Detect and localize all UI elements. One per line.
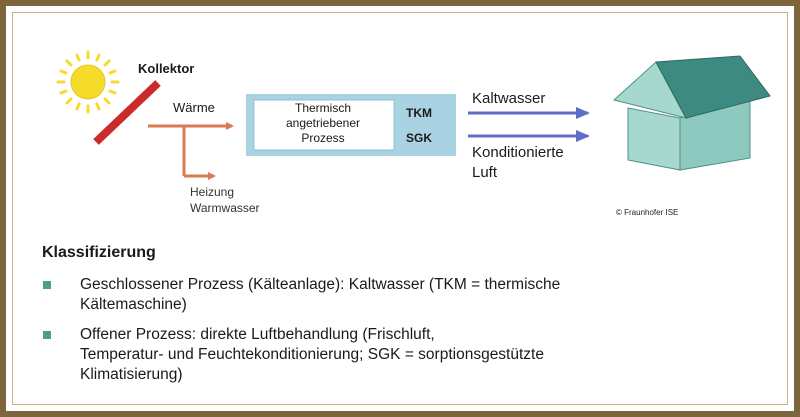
bullet-open-process: Offener Prozess: direkte Luftbehandlung …	[80, 325, 544, 385]
collector-label: Kollektor	[138, 61, 195, 76]
heat-label: Wärme	[173, 100, 215, 115]
copyright-note: © Fraunhofer ISE	[616, 208, 679, 217]
bullet-line: Temperatur- und Feuchtekonditionierung; …	[80, 346, 544, 363]
sun-icon	[56, 50, 120, 114]
bullet-marker	[43, 331, 51, 339]
bullet-line: Offener Prozess: direkte Luftbehandlung …	[80, 326, 435, 343]
tkm-label: TKM	[406, 106, 432, 120]
chilled-water-label: Kaltwasser	[472, 90, 546, 107]
conditioned-air-label: Konditionierte Luft	[472, 143, 564, 183]
process-label-line2: angetriebener	[285, 116, 361, 130]
process-label-line3: Prozess	[301, 131, 345, 145]
sgk-label: SGK	[406, 131, 433, 145]
collector-panel	[93, 80, 161, 145]
bullet-line: Klimatisierung)	[80, 366, 183, 383]
bullet-line: Geschlossener Prozess (Kälteanlage): Kal…	[80, 276, 561, 293]
bullet-closed-process: Geschlossener Prozess (Kälteanlage): Kal…	[80, 275, 560, 315]
house-icon	[612, 55, 771, 171]
bullet-marker	[43, 281, 51, 289]
process-box-inner	[253, 99, 395, 151]
process-label-line1: Thermisch	[294, 101, 351, 115]
heating-label-line1: Heizung	[190, 185, 235, 199]
conditioned-air-line1: Konditionierte	[472, 144, 564, 161]
bullet-line: Kältemaschine)	[80, 296, 187, 313]
classification-title: Klassifizierung	[42, 244, 156, 261]
heating-label: Heizung Warmwasser	[190, 184, 260, 216]
heating-label-line2: Warmwasser	[190, 201, 260, 215]
process-label: Thermisch angetriebener Prozess	[258, 101, 388, 146]
conditioned-air-line2: Luft	[472, 164, 498, 181]
